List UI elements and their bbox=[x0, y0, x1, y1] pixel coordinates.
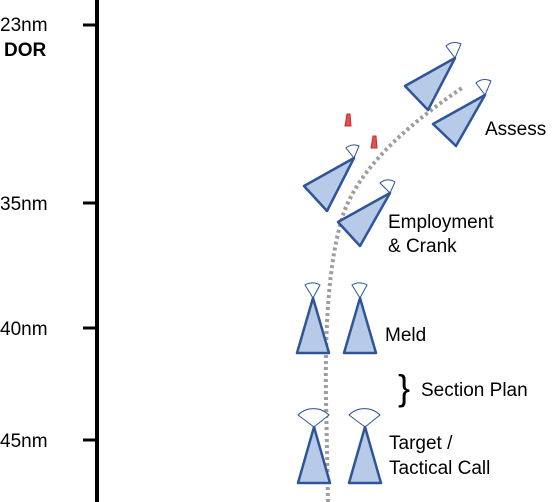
formation-target bbox=[296, 408, 383, 485]
section-brace: } bbox=[398, 367, 410, 408]
formation-employment bbox=[302, 144, 396, 248]
radar-cone-icon bbox=[379, 179, 396, 194]
range-label-23nm: 23nm bbox=[0, 15, 48, 36]
threat-marker bbox=[344, 113, 352, 127]
formation-assess bbox=[403, 42, 492, 148]
phase-label-tactical-call: Tactical Call bbox=[389, 458, 490, 479]
radar-cone-icon bbox=[475, 79, 492, 96]
jet-icon bbox=[336, 191, 392, 248]
phase-label-target: Target / bbox=[389, 433, 453, 454]
threat-marker bbox=[370, 135, 378, 149]
radar-cone-icon bbox=[351, 282, 368, 300]
jet-icon bbox=[347, 425, 383, 485]
phase-label-section-plan: Section Plan bbox=[421, 380, 528, 401]
jet-icon bbox=[295, 296, 331, 355]
dor-label: DOR bbox=[4, 40, 47, 61]
phase-label-crank: & Crank bbox=[388, 236, 457, 257]
formation-meld bbox=[295, 282, 378, 355]
radar-cone-icon bbox=[297, 408, 330, 428]
jet-icon bbox=[296, 425, 332, 485]
jet-icon bbox=[431, 93, 487, 148]
radar-cone-icon bbox=[304, 282, 321, 300]
range-scale: 23nm DOR 35nm 40nm 45nm bbox=[0, 0, 99, 502]
phase-label-employment: Employment bbox=[388, 212, 494, 233]
jet-icon bbox=[342, 296, 378, 355]
threat-markers bbox=[344, 113, 378, 149]
range-label-45nm: 45nm bbox=[0, 431, 48, 452]
phase-label-meld: Meld bbox=[385, 325, 426, 346]
jet-icon bbox=[302, 156, 356, 213]
range-label-40nm: 40nm bbox=[0, 319, 48, 340]
radar-cone-icon bbox=[445, 42, 462, 59]
jet-icon bbox=[403, 56, 457, 112]
radar-cone-icon bbox=[348, 408, 381, 428]
phase-label-assess: Assess bbox=[485, 119, 546, 140]
radar-cone-icon bbox=[345, 144, 360, 159]
range-label-35nm: 35nm bbox=[0, 194, 48, 215]
